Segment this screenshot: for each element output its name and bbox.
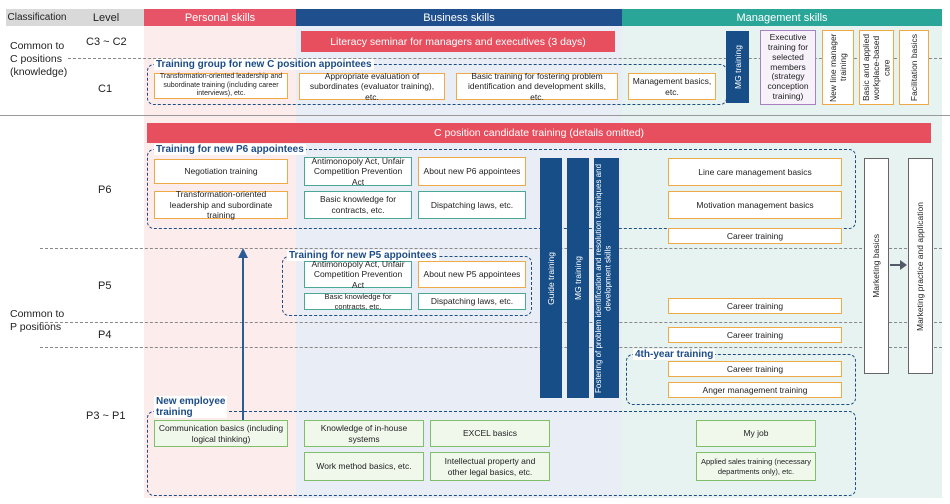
literacy-seminar-bar: Literacy seminar for managers and execut… [301, 31, 615, 52]
p31-communication-basics: Communication basics (including logical … [154, 420, 288, 447]
marketing-practice-label: Marketing practice and application [915, 201, 926, 331]
c1-management-basics: Management basics, etc. [628, 73, 716, 100]
career-path-arrow [238, 248, 248, 422]
mg-training-bar: MG training [567, 158, 589, 398]
c1-basic-applied-label: Basic and applied workplace-based care [861, 33, 892, 102]
header-business-skills: Business skills [296, 9, 622, 26]
fostering-skills-bar: Fostering of problem identification and … [594, 158, 619, 398]
c-candidate-training-bar: C position candidate training (details o… [147, 123, 931, 143]
p31-applied-sales-training: Applied sales training (necessary depart… [696, 452, 816, 481]
row-divider [40, 322, 942, 323]
new-employee-label: New employee training [154, 396, 228, 418]
section-divider [0, 115, 950, 116]
marketing-practice-box: Marketing practice and application [908, 158, 933, 374]
c1-facilitation-label: Facilitation basics [908, 33, 919, 102]
p31-work-method-basics: Work method basics, etc. [304, 452, 424, 481]
level-c1: C1 [98, 83, 113, 95]
p6-motivation-management: Motivation management basics [668, 191, 842, 219]
level-p6: P6 [98, 184, 112, 196]
p6-antimonopoly-act: Antimonopoly Act, Unfair Competition Pre… [304, 156, 412, 187]
mg-training-label: MG training [573, 256, 583, 300]
c1-executive-training: Executive training for selected members … [760, 30, 816, 105]
level-c3-c2: C3 ~ C2 [86, 36, 127, 48]
p5-about-new-appointees: About new P5 appointees [418, 261, 526, 288]
header-level: Level [68, 9, 144, 26]
marketing-basics-label: Marketing basics [871, 234, 882, 298]
level-p4: P4 [98, 329, 112, 341]
guide-training-label: Guide training [546, 251, 556, 305]
c-new-appointees-label: Training group for new C position appoin… [154, 59, 374, 70]
p31-my-job: My job [696, 420, 816, 447]
p6-about-new-appointees: About new P6 appointees [418, 157, 526, 186]
c1-basic-problem-identification: Basic training for fostering problem ide… [456, 71, 618, 102]
p6-new-appointees-group [147, 149, 856, 229]
p6-transformation-leadership: Transformation-oriented leadership and s… [154, 189, 288, 220]
c1-basic-applied-care: Basic and applied workplace-based care [859, 30, 894, 105]
p31-excel-basics: EXCEL basics [430, 420, 550, 447]
fourth-year-group [626, 354, 856, 405]
new-employee-group [147, 411, 856, 496]
fourth-anger-management: Anger management training [668, 382, 842, 398]
fostering-skills-label: Fostering of problem identification and … [594, 163, 613, 393]
level-p5: P5 [98, 280, 112, 292]
p6-career-training: Career training [668, 228, 842, 244]
p5-contracts-knowledge: Basic knowledge for contracts, etc. [304, 292, 412, 311]
p5-dispatching-laws: Dispatching laws, etc. [418, 293, 526, 310]
header-classification: Classification [6, 9, 68, 26]
fourth-career-training: Career training [668, 361, 842, 377]
p5-antimonopoly-act: Antimonopoly Act, Unfair Competition Pre… [304, 259, 412, 290]
p6-negotiation-training: Negotiation training [154, 159, 288, 184]
c1-mg-training-label: MG training [732, 45, 743, 89]
guide-training-bar: Guide training [540, 158, 562, 398]
c1-transformation-leadership: Transformation-oriented leadership and s… [154, 73, 288, 99]
p6-new-appointees-label: Training for new P6 appointees [154, 144, 306, 155]
p31-inhouse-systems: Knowledge of in-house systems [304, 420, 424, 447]
marketing-basics-box: Marketing basics [864, 158, 889, 374]
row-divider [68, 58, 942, 59]
p31-intellectual-property: Intellectual property and other legal ba… [430, 452, 550, 481]
marketing-arrow [890, 260, 907, 270]
p6-contracts-knowledge: Basic knowledge for contracts, etc. [304, 191, 412, 219]
c1-mg-training-bar: MG training [726, 31, 749, 103]
row-divider [40, 347, 942, 348]
p6-line-care-management: Line care management basics [668, 158, 842, 186]
header-management-skills: Management skills [622, 9, 942, 26]
classification-c-positions: Common to C positions (knowledge) [10, 40, 68, 78]
c1-new-line-manager-training: New line manager training [822, 30, 854, 105]
c1-facilitation-basics: Facilitation basics [899, 30, 929, 105]
p5-new-appointees-label: Training for new P5 appointees [287, 250, 439, 261]
row-divider [40, 248, 942, 249]
c1-new-line-manager-label: New line manager training [827, 33, 848, 102]
fourth-year-label: 4th-year training [633, 349, 716, 360]
level-p3-p1: P3 ~ P1 [86, 410, 126, 422]
classification-p-positions: Common to P positions [10, 308, 65, 333]
c1-appropriate-evaluation: Appropriate evaluation of subordinates (… [299, 71, 445, 102]
p6-dispatching-laws: Dispatching laws, etc. [418, 191, 526, 219]
p5-career-training: Career training [668, 298, 842, 314]
p4-career-training: Career training [668, 327, 842, 343]
header-personal-skills: Personal skills [144, 9, 296, 26]
